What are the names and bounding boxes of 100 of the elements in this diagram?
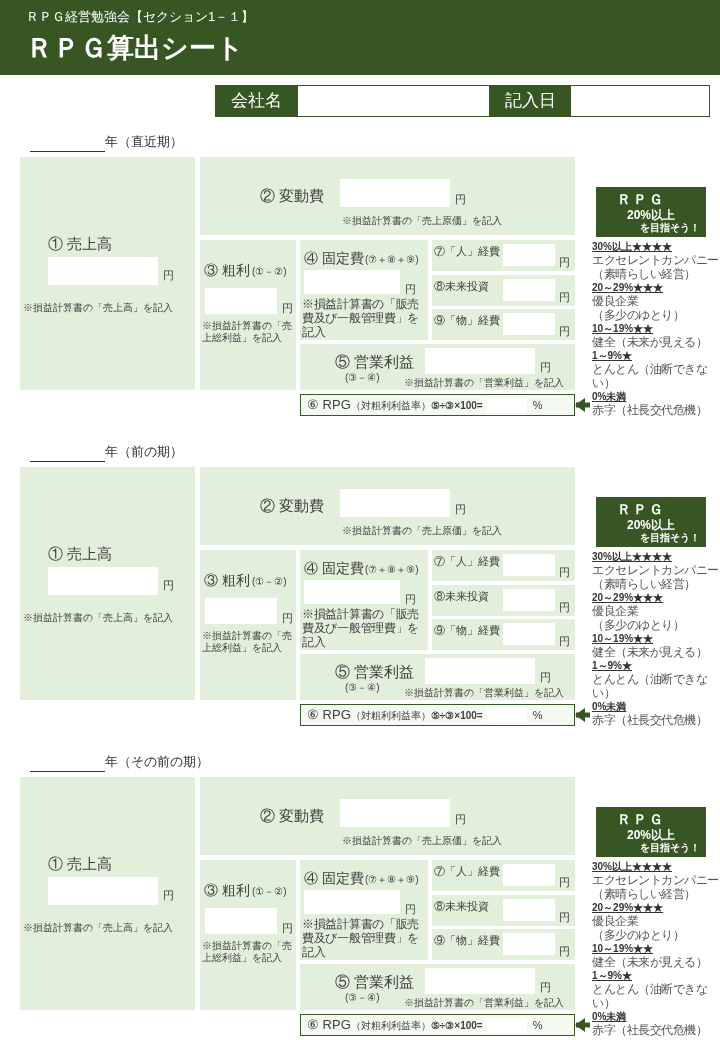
formula-text: ⑤÷③×100= xyxy=(430,708,483,723)
banner-note: を目指そう！ xyxy=(640,222,700,233)
input-panel xyxy=(432,860,575,891)
field-label: ④ 固定費 xyxy=(304,869,364,888)
input-panel xyxy=(432,585,575,616)
banner-title: ＲＰＧ xyxy=(617,811,665,826)
note-text: ※損益計算書の「売上高」を記入 xyxy=(23,921,173,935)
rating-description: とんとん（油断できない） xyxy=(592,362,708,390)
field-label: ⑧未来投資 xyxy=(434,279,489,294)
target-banner xyxy=(596,497,706,547)
rating-description: （多少のゆとり） xyxy=(592,618,684,632)
formula-text: ⑤÷③×100= xyxy=(430,1018,483,1033)
result-box xyxy=(300,1014,575,1036)
input-panel xyxy=(300,344,575,390)
unit-label: 円 xyxy=(559,565,570,580)
field-label: ⑤ 営業利益 xyxy=(335,352,415,372)
formula-text: (③－④) xyxy=(345,992,380,1003)
rating-description: （素晴らしい経営） xyxy=(592,267,696,281)
formula-text: (⑦＋⑧＋⑨) xyxy=(364,253,419,267)
field-label: ④ 固定費 xyxy=(304,559,364,578)
unit-label: 円 xyxy=(163,268,174,283)
rating-heading: 0%未満 xyxy=(592,391,627,403)
rating-description: 健全（未来が見える） xyxy=(592,335,707,349)
input-panel xyxy=(200,550,296,700)
rating-description: 赤字（社長交代危機） xyxy=(592,1023,707,1037)
result-box xyxy=(300,704,575,726)
input-panel xyxy=(432,929,575,960)
rating-description: 優良企業 xyxy=(592,914,638,928)
field-label: ① 売上高 xyxy=(48,544,113,564)
field-label: ⑥ RPG xyxy=(307,1016,351,1035)
input-panel xyxy=(300,654,575,700)
field-label: ⑥ RPG xyxy=(307,706,351,725)
banner-note: を目指そう！ xyxy=(640,842,700,853)
subtitle: ＲＰＧ経営勉強会【セクション1－１】 xyxy=(26,8,255,26)
field-label: ③ 粗利 xyxy=(204,261,250,280)
unit-label: 円 xyxy=(559,910,570,925)
field-label: ① 売上高 xyxy=(48,854,113,874)
field-label: ① 売上高 xyxy=(48,234,113,254)
arrow xyxy=(575,1018,590,1032)
unit-label: 円 xyxy=(559,944,570,959)
unit-label: % xyxy=(532,1017,543,1033)
rating-description: エクセレントカンパニー xyxy=(592,253,719,267)
unit-label: 円 xyxy=(455,502,466,517)
note-text: ※損益計算書の「売上原価」を記入 xyxy=(342,214,502,228)
rating-description: 健全（未来が見える） xyxy=(592,645,707,659)
rating-description: 優良企業 xyxy=(592,294,638,308)
rating-description: （多少のゆとり） xyxy=(592,308,684,322)
input-panel xyxy=(432,240,575,271)
input-panel xyxy=(20,777,195,1010)
rating-heading: 20～29%★★★ xyxy=(592,592,664,604)
input-panel xyxy=(300,240,428,340)
note-text: ※損益計算書の「販売費及び一般管理費」を記入 xyxy=(302,297,420,339)
banner-text: 20%以上 xyxy=(627,518,675,531)
period-label: 年（直近期） xyxy=(105,133,183,151)
unit-label: 円 xyxy=(163,888,174,903)
arrow xyxy=(575,398,590,412)
input-panel xyxy=(200,467,575,545)
note-text: ※損益計算書の「販売費及び一般管理費」を記入 xyxy=(302,607,420,649)
period-label: 年（その前の期） xyxy=(105,753,209,771)
formula-text: (⑦＋⑧＋⑨) xyxy=(364,873,419,887)
field-label: ⑨「物」経費 xyxy=(434,313,500,328)
field-label: ⑦「人」経費 xyxy=(434,864,500,879)
note-text: ※損益計算書の「売上原価」を記入 xyxy=(342,834,502,848)
result-box xyxy=(300,394,575,416)
rating-heading: 1～9%★ xyxy=(592,660,632,672)
target-banner xyxy=(596,187,706,237)
field-label: ③ 粗利 xyxy=(204,881,250,900)
input-panel xyxy=(200,240,296,390)
note-text: ※損益計算書の「販売費及び一般管理費」を記入 xyxy=(302,917,420,959)
note-text: ※損益計算書の「売上総利益」を記入 xyxy=(202,940,293,964)
rating-description: エクセレントカンパニー xyxy=(592,563,719,577)
unit-label: % xyxy=(532,397,543,413)
banner-text: 20%以上 xyxy=(627,828,675,841)
input-panel xyxy=(200,860,296,1010)
field-label: ② 変動費 xyxy=(260,806,325,826)
banner-text: 20%以上 xyxy=(627,208,675,221)
input-panel xyxy=(300,860,428,960)
field-label: ⑥ RPG xyxy=(307,396,351,415)
rating-heading: 30%以上★★★★ xyxy=(592,861,672,873)
input-panel xyxy=(432,895,575,926)
unit-label: 円 xyxy=(405,902,416,917)
period-label: 年（前の期） xyxy=(105,443,183,461)
input-panel xyxy=(432,619,575,650)
page-title: ＲＰＧ算出シート xyxy=(26,32,244,65)
note-text: ※損益計算書の「営業利益」を記入 xyxy=(404,377,564,389)
unit-label: 円 xyxy=(559,875,570,890)
rating-heading: 10～19%★★ xyxy=(592,633,654,645)
unit-label: 円 xyxy=(559,324,570,339)
formula-text: (③－④) xyxy=(345,682,380,693)
rating-heading: 30%以上★★★★ xyxy=(592,551,672,563)
field-label: ⑤ 営業利益 xyxy=(335,972,415,992)
input-panel xyxy=(20,157,195,390)
field-sublabel: （対粗利利益率） xyxy=(350,708,431,723)
field-label: ⑨「物」経費 xyxy=(434,933,500,948)
input-panel xyxy=(200,157,575,235)
field-label: ⑧未来投資 xyxy=(434,899,489,914)
unit-label: 円 xyxy=(540,360,551,375)
unit-label: % xyxy=(532,707,543,723)
rating-description: （素晴らしい経営） xyxy=(592,577,696,591)
rating-heading: 1～9%★ xyxy=(592,350,632,362)
